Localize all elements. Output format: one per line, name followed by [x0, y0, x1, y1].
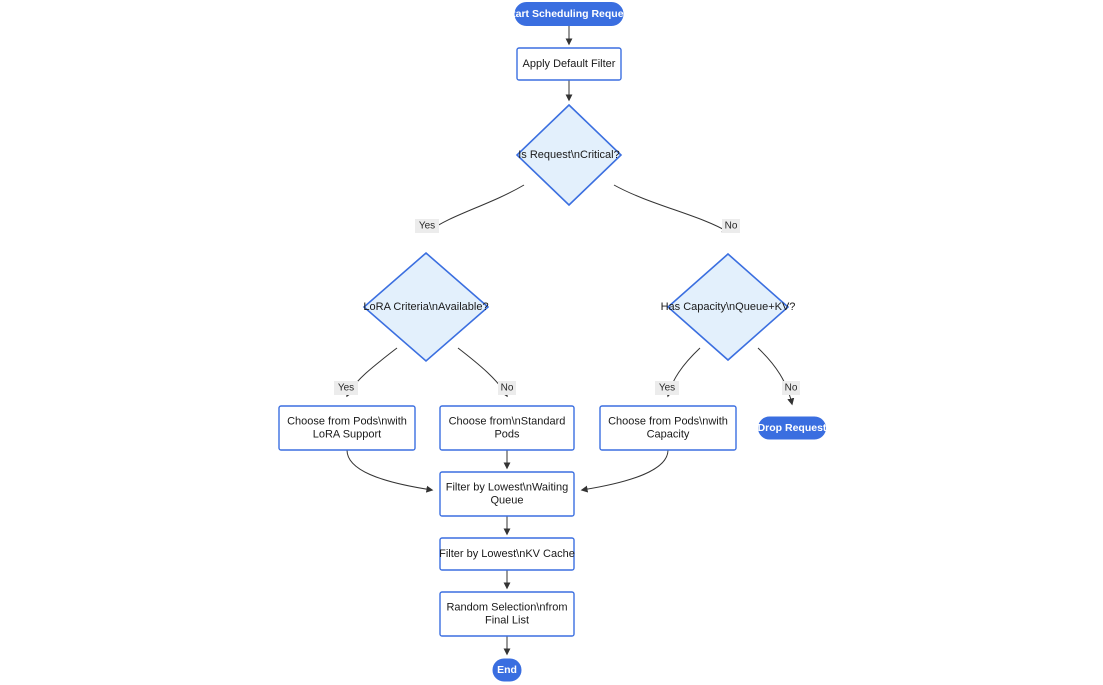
process-box — [439, 537, 575, 571]
edge-label-yes: Yes — [334, 381, 358, 395]
edge-label-text: Yes — [338, 383, 354, 394]
node-label: Is Request\nCritical? — [518, 149, 620, 161]
edge-label-yes: Yes — [415, 219, 439, 233]
edge-line — [757, 347, 795, 406]
node-label: LoRA Support — [313, 428, 382, 440]
edge-line — [580, 449, 669, 493]
node-label: Capacity — [647, 428, 690, 440]
flow-edge — [757, 347, 795, 406]
node-label: Random Selection\nfrom — [446, 601, 567, 613]
node-label: End — [497, 664, 517, 676]
edges-layer — [346, 26, 795, 656]
edge-label-bg — [498, 381, 516, 395]
process-box — [516, 47, 622, 81]
flow-node-end[interactable]: End — [492, 658, 522, 682]
decision-diamond — [515, 103, 623, 207]
flow-edge — [613, 184, 730, 233]
edge-line — [346, 449, 434, 493]
node-label: Start Scheduling Request — [505, 8, 633, 20]
node-label: Choose from Pods\nwith — [608, 415, 728, 427]
node-label: LoRA Criteria\nAvailable? — [363, 301, 488, 313]
edge-label-text: No — [725, 221, 738, 232]
edge-label-bg — [334, 381, 358, 395]
node-label: Drop Request — [758, 422, 827, 434]
node-label: Apply Default Filter — [523, 58, 616, 70]
edge-label-no: No — [782, 381, 800, 395]
edge-label-no: No — [722, 219, 740, 233]
flow-edge — [580, 449, 669, 493]
process-box — [278, 405, 416, 451]
flow-node-start[interactable]: Start Scheduling Request — [505, 2, 633, 26]
terminal-pill — [514, 2, 624, 26]
process-box — [439, 591, 575, 637]
node-label: Final List — [485, 614, 529, 626]
edge-label-yes: Yes — [655, 381, 679, 395]
edge-label-bg — [415, 219, 439, 233]
edge-label-text: No — [501, 383, 514, 394]
node-label: Queue — [490, 494, 523, 506]
terminal-pill — [492, 658, 522, 682]
process-box — [439, 405, 575, 451]
edge-label-no: No — [498, 381, 516, 395]
edge-label-text: Yes — [659, 383, 675, 394]
decision-diamond — [666, 252, 790, 362]
node-label: Choose from Pods\nwith — [287, 415, 407, 427]
flow-node-is_critical[interactable]: Is Request\nCritical? — [515, 103, 623, 207]
edge-label-bg — [782, 381, 800, 395]
process-box — [599, 405, 737, 451]
edge-line — [426, 184, 525, 233]
edge-line — [613, 184, 730, 233]
flow-node-drop_request[interactable]: Drop Request — [758, 416, 827, 440]
flow-node-filter_kv[interactable]: Filter by Lowest\nKV Cache — [439, 537, 575, 571]
terminal-pill — [758, 416, 826, 440]
edge-label-bg — [655, 381, 679, 395]
node-label: Filter by Lowest\nKV Cache — [439, 548, 575, 560]
flow-node-has_capacity[interactable]: Has Capacity\nQueue+KV? — [661, 252, 796, 362]
edge-label-text: Yes — [419, 221, 435, 232]
flow-edge — [426, 184, 525, 233]
node-label: Pods — [494, 428, 520, 440]
flow-node-apply_filter[interactable]: Apply Default Filter — [516, 47, 622, 81]
flow-node-lora_criteria[interactable]: LoRA Criteria\nAvailable? — [362, 251, 490, 363]
process-box — [439, 471, 575, 517]
node-label: Has Capacity\nQueue+KV? — [661, 301, 796, 313]
edge-label-text: No — [785, 383, 798, 394]
decision-diamond — [362, 251, 490, 363]
node-label: Filter by Lowest\nWaiting — [446, 481, 568, 493]
edge-label-bg — [722, 219, 740, 233]
node-label: Choose from\nStandard — [449, 415, 566, 427]
flow-edge — [346, 449, 434, 493]
